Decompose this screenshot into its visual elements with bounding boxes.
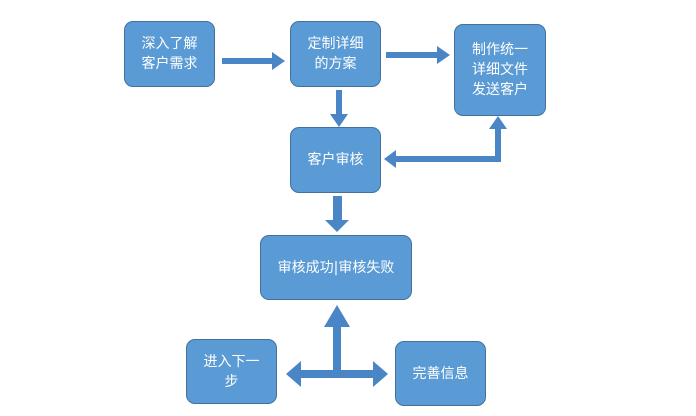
improve-label: 完善信息: [412, 365, 469, 382]
understand-line2: 客户需求: [141, 56, 198, 72]
understand-line1: 深入了解: [141, 36, 198, 52]
review-label: 客户审核: [307, 152, 364, 168]
arrow-plan-to-produce: [386, 46, 450, 64]
improve-info-node: 完善信息: [395, 341, 486, 406]
review-result-node: 审核成功|审核失败: [260, 235, 412, 300]
next-step-node: 进入下一 步: [186, 339, 277, 404]
plan-line2: 的方案: [314, 56, 357, 72]
arrow-review-to-result: [325, 196, 349, 232]
arrow-understand-to-plan: [222, 52, 285, 70]
next-line2: 步: [224, 373, 239, 390]
plan-line1: 定制详细: [307, 36, 364, 52]
result-label: 审核成功|审核失败: [277, 259, 395, 276]
custom-plan-node: 定制详细 的方案: [290, 21, 381, 87]
arrow-plan-to-review: [330, 90, 348, 127]
next-line1: 进入下一: [203, 353, 260, 370]
arrow-produce-review-elbow: [384, 116, 507, 168]
produce-line2: 详细文件: [472, 62, 528, 78]
understand-requirements-node: 深入了解 客户需求: [124, 21, 215, 87]
produce-document-node: 制作统一 详细文件 发送客户: [454, 24, 546, 116]
arrow-result-branch: [286, 305, 388, 387]
client-review-node: 客户审核: [290, 127, 381, 193]
produce-line1: 制作统一: [472, 42, 528, 58]
produce-line3: 发送客户: [472, 82, 528, 98]
